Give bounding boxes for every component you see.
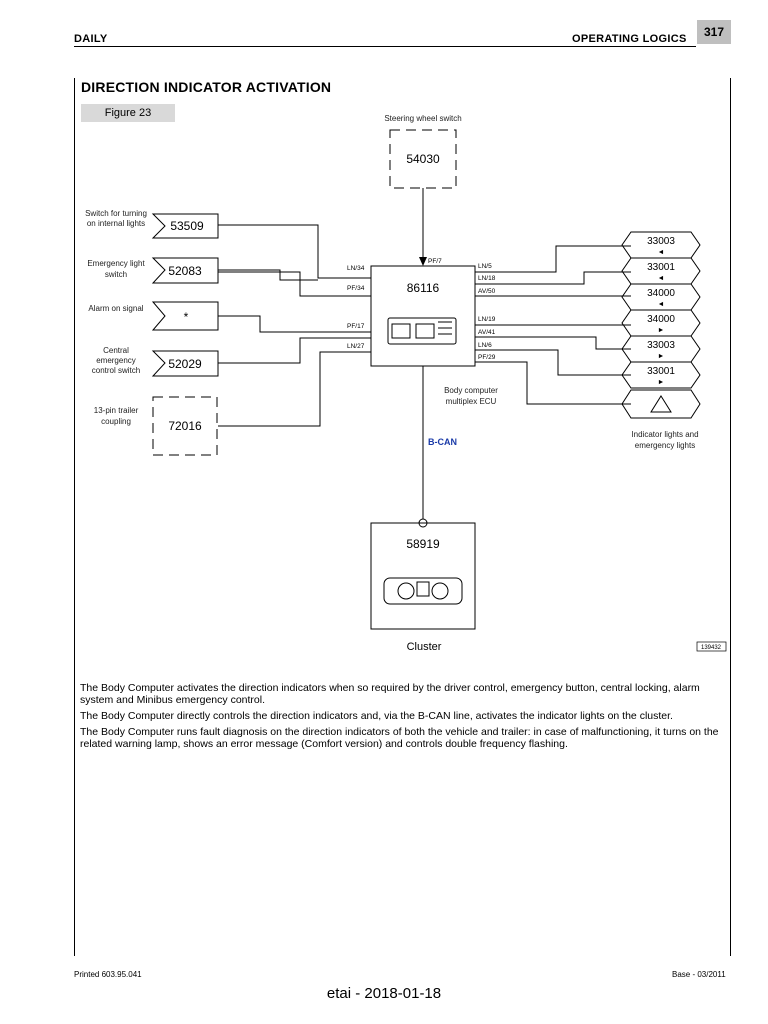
cluster-image [383,577,463,605]
pin-right-3: AV/50 [478,288,496,295]
steering-code: 54030 [406,152,440,166]
input-box-52029 [151,350,219,377]
image-id-box [696,641,727,652]
input-code-alarm: * [184,310,189,324]
input-1-label-1: Switch for turning [85,209,147,218]
output-box-warning [621,389,701,419]
wire-72016 [218,351,371,427]
input-2-label-1: Emergency light [87,259,145,268]
input-5-label-1: 13-pin trailer [94,406,139,415]
outputs-label-2: emergency lights [635,441,695,450]
pin-right-1: LN/5 [478,263,492,270]
bcan-label: B-CAN [428,437,457,447]
warning-triangle-icon [650,395,672,413]
input-box-52083 [151,257,219,284]
input-4-label-2: emergency [96,356,136,365]
wire-out-7 [475,361,631,405]
input-1-label-2: on internal lights [87,219,145,228]
header-section-name: DAILY [74,33,108,45]
input-box-alarm [151,301,219,331]
input-box-53509 [151,213,219,239]
pin-left-1: LN/34 [347,265,365,272]
input-code-53509: 53509 [170,219,204,233]
output-code-5: 33003 [647,340,675,351]
paragraph-1: The Body Computer activates the directio… [80,682,700,706]
input-2-label-2: switch [105,270,127,279]
steering-arrow-icon [419,257,427,266]
pin-left-3: PF/17 [347,323,365,330]
frame-right-rule [730,78,731,956]
input-5-label-2: coupling [101,417,131,426]
frame-left-rule [74,78,75,956]
cluster-box [370,522,476,630]
pin-left-4: LN/27 [347,343,365,350]
paragraph-3: The Body Computer runs fault diagnosis o… [80,726,719,750]
pin-right-4: LN/19 [478,316,496,323]
input-3-label-1: Alarm on signal [88,304,143,313]
input-code-72016: 72016 [168,419,202,433]
wire-52029 [218,337,371,364]
pin-right-5: AV/41 [478,329,496,336]
wire-alarm [218,315,371,333]
pin-right-6: LN/6 [478,342,492,349]
output-code-1: 33003 [647,236,675,247]
pin-left-2: PF/34 [347,285,365,292]
input-4-label-1: Central [103,346,129,355]
input-box-72016 [152,396,218,456]
outputs-label-1: Indicator lights and [631,430,698,439]
output-arrow-icon-3: ◄ [658,301,665,308]
input-code-52083: 52083 [168,264,202,278]
wire-52083 [218,269,318,281]
cluster-label: Cluster [407,641,442,653]
body-text: The Body Computer activates the directio… [80,682,728,754]
output-box-6 [621,361,701,389]
steering-switch-box [389,129,457,189]
pin-top: PF/7 [428,258,442,265]
wire-52083-b [218,271,371,297]
header-rule [74,46,696,47]
output-code-2: 33001 [647,262,675,273]
paragraph-2: The Body Computer directly controls the … [80,710,673,722]
pin-right-7: PF/29 [478,354,496,361]
wire-53509 [218,224,371,279]
output-code-3: 34000 [647,288,675,299]
ecu-label-1: Body computer [444,386,498,395]
output-arrow-icon-4: ► [658,327,665,334]
page-number: 317 [697,20,731,44]
output-arrow-icon-1: ◄ [658,249,665,256]
input-4-label-3: control switch [92,366,140,375]
wire-out-5 [475,336,631,350]
output-arrow-icon-2: ◄ [658,275,665,282]
pin-right-2: LN/18 [478,275,496,282]
ecu-module-image [387,317,457,345]
footer-base: Base - 03/2011 [672,970,726,979]
cluster-code: 58919 [406,537,440,551]
figure-label: Figure 23 [81,104,175,122]
footer-printed: Printed 603.95.041 [74,970,142,979]
section-title: DIRECTION INDICATOR ACTIVATION [81,79,332,95]
wire-out-1 [475,245,631,273]
steering-label: Steering wheel switch [384,114,461,123]
wire-out-6 [475,349,631,376]
output-code-4: 34000 [647,314,675,325]
output-arrow-icon-6: ► [658,379,665,386]
output-arrow-icon-5: ► [658,353,665,360]
header-chapter-name: OPERATING LOGICS [572,33,687,45]
wire-out-2 [475,271,631,285]
image-id: 139432 [701,645,722,651]
watermark: etai - 2018-01-18 [326,985,442,1002]
ecu-code: 86116 [407,281,440,295]
ecu-label-2: multiplex ECU [446,397,497,406]
input-code-52029: 52029 [168,357,202,371]
output-code-6: 33001 [647,366,675,377]
